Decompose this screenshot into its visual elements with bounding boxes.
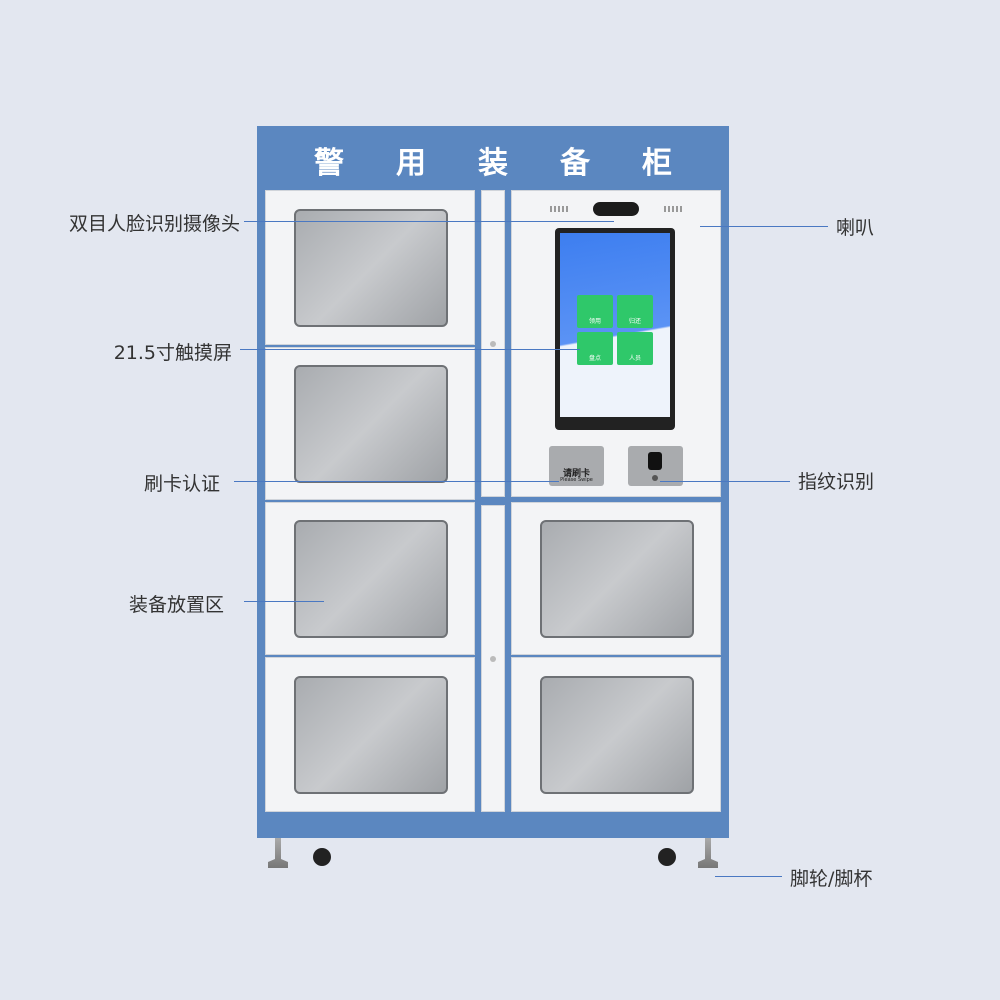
locker-door[interactable] [511, 657, 721, 812]
label-fingerprint: 指纹识别 [798, 471, 875, 493]
label-storage: 装备放置区 [128, 594, 224, 616]
middle-door[interactable] [481, 190, 505, 497]
leader-line [700, 226, 828, 227]
locker-door[interactable] [265, 502, 475, 655]
camera-icon [593, 202, 639, 216]
title-char: 警 [314, 146, 344, 181]
speaker-icon [550, 206, 570, 212]
door-window [294, 520, 448, 638]
locker-door[interactable] [511, 502, 721, 655]
label-casters: 脚轮/脚杯 [790, 868, 873, 890]
card-reader-subtext: Please Swipe [560, 477, 593, 483]
door-window [294, 365, 448, 483]
caster-icon [658, 848, 676, 866]
indicator-icon [652, 475, 658, 481]
title-char: 备 [560, 146, 590, 181]
leader-line [234, 481, 559, 482]
foot-cup-icon [698, 838, 718, 868]
label-touchscreen: 21.5寸触摸屏 [113, 342, 232, 364]
tile-button[interactable]: 人员 [617, 332, 653, 365]
leader-line [660, 481, 790, 482]
door-window [294, 209, 448, 327]
leader-line [240, 349, 580, 350]
tile-button[interactable]: 盘点 [577, 332, 613, 365]
leader-line [244, 221, 614, 222]
knob [490, 341, 496, 347]
fingerprint-icon [648, 452, 662, 470]
label-card: 刷卡认证 [143, 473, 220, 495]
cabinet-title: 警 用 装 备 柜 [257, 138, 729, 182]
door-window [294, 676, 448, 794]
door-window [540, 520, 694, 638]
card-reader-text: 请刷卡 [562, 469, 590, 479]
tile-button[interactable]: 领用 [577, 295, 613, 328]
title-char: 装 [478, 146, 508, 181]
locker-door[interactable] [265, 190, 475, 345]
label-camera: 双目人脸识别摄像头 [68, 213, 240, 235]
middle-door[interactable] [481, 505, 505, 812]
locker-door[interactable] [265, 347, 475, 500]
fingerprint-reader[interactable] [628, 446, 683, 486]
title-char: 柜 [642, 146, 672, 181]
foot-cup-icon [268, 838, 288, 868]
caster-icon [313, 848, 331, 866]
tile-button[interactable]: 归还 [617, 295, 653, 328]
door-window [540, 676, 694, 794]
locker-door[interactable] [265, 657, 475, 812]
card-reader[interactable]: 请刷卡 Please Swipe [549, 446, 604, 486]
leader-line [715, 876, 782, 877]
label-speaker: 喇叭 [836, 217, 875, 239]
speaker-icon [664, 206, 684, 212]
leader-line [244, 601, 324, 602]
title-char: 用 [396, 146, 426, 181]
knob [490, 656, 496, 662]
